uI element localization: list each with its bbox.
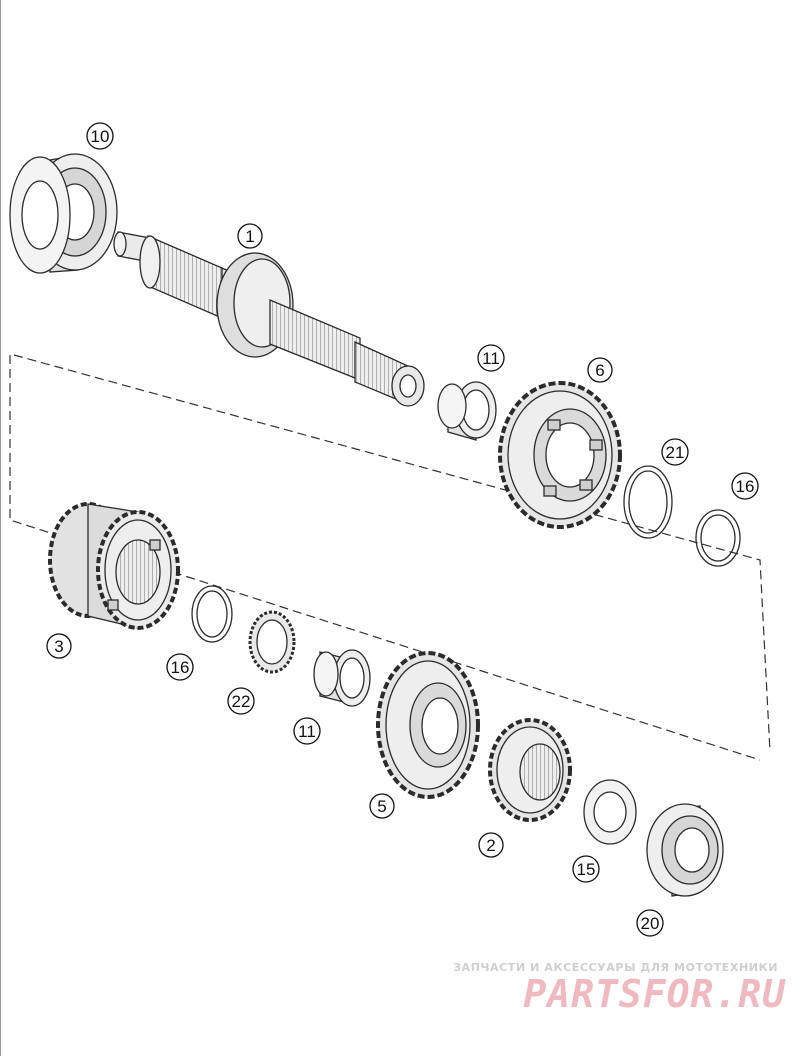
svg-text:11: 11 (482, 349, 500, 368)
callout-5: 5 (369, 793, 395, 819)
callout-3: 3 (46, 633, 72, 659)
part-21-thrust-washer[interactable] (623, 465, 673, 539)
callout-11-top: 11 (477, 344, 505, 372)
left-border (0, 0, 1, 1056)
part-10-ball-bearing[interactable] (9, 153, 118, 274)
svg-text:10: 10 (91, 127, 110, 146)
svg-text:16: 16 (736, 477, 755, 496)
svg-text:5: 5 (377, 797, 386, 816)
part-1-main-shaft[interactable] (113, 231, 425, 407)
part-16-circlip-lower[interactable] (191, 585, 233, 643)
part-6-gear[interactable] (498, 381, 622, 529)
svg-text:16: 16 (171, 658, 190, 677)
svg-text:20: 20 (641, 914, 660, 933)
callout-22: 22 (227, 687, 255, 715)
callout-11-lower: 11 (293, 717, 321, 745)
part-20-ball-bearing[interactable] (646, 803, 724, 897)
callout-20: 20 (636, 909, 664, 937)
callout-16-lower: 16 (166, 653, 194, 681)
part-3-double-gear[interactable] (48, 502, 180, 630)
watermark-logo: PARTSFOR.RU (523, 972, 786, 1016)
svg-text:15: 15 (577, 860, 596, 879)
part-15-washer[interactable] (583, 779, 637, 845)
part-2-gear[interactable] (488, 718, 572, 822)
part-22-toothed-washer[interactable] (248, 610, 296, 674)
svg-text:22: 22 (232, 692, 251, 711)
part-11-needle-bushing-lower[interactable] (313, 649, 371, 707)
callout-21: 21 (661, 438, 689, 466)
part-16-circlip-top[interactable] (695, 509, 741, 567)
svg-text:11: 11 (298, 722, 316, 741)
callout-2: 2 (478, 832, 504, 858)
svg-text:6: 6 (595, 361, 604, 380)
assembly-guide-line (9, 354, 771, 761)
part-5-gear[interactable] (376, 651, 480, 799)
callout-6: 6 (587, 357, 613, 383)
svg-text:2: 2 (486, 836, 495, 855)
callout-16-top: 16 (731, 472, 759, 500)
callout-labels: 1 10 11 6 21 16 3 16 (46, 122, 759, 937)
callout-15: 15 (572, 855, 600, 883)
svg-text:21: 21 (666, 443, 685, 462)
callout-1: 1 (237, 223, 263, 249)
svg-text:3: 3 (54, 637, 63, 656)
callout-10: 10 (86, 122, 114, 150)
part-11-needle-bushing-top[interactable] (437, 381, 497, 441)
watermark-tagline: ЗАПЧАСТИ И АКСЕССУАРЫ ДЛЯ МОТОТЕХНИКИ (453, 961, 778, 974)
svg-text:1: 1 (245, 227, 254, 246)
